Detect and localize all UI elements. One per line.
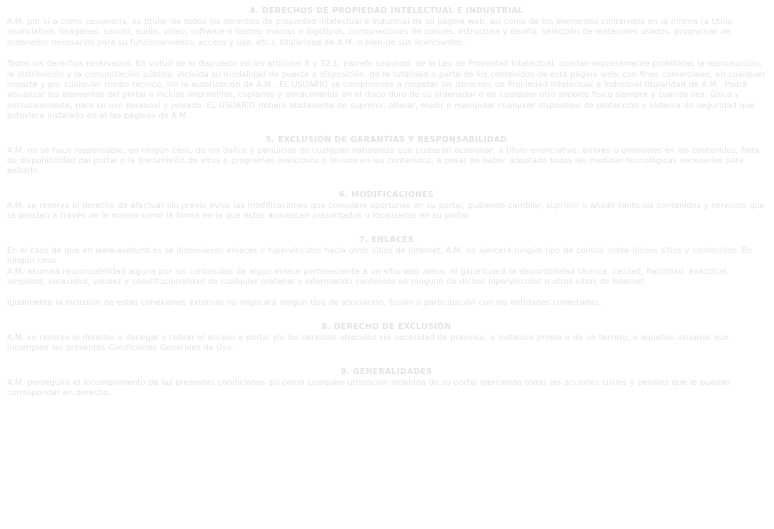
section-heading-modifications: 6. MODIFICACIONES — [339, 189, 434, 199]
spacer — [7, 177, 766, 190]
paragraph: Todos los derechos reservados. En virtud… — [7, 59, 766, 121]
paragraph: A.M. no se hace responsable, en ningún c… — [7, 145, 760, 176]
spacer — [7, 309, 766, 322]
paragraph: A.M. por sí o como cesionaria, es titula… — [7, 17, 733, 47]
paragraph: Igualmente la inclusión de estas conexio… — [7, 298, 602, 308]
section-heading-generalities: 9. GENERALIDADES — [340, 366, 433, 376]
section-heading-exclusion: 5. EXCLUSIÓN DE GARANTÍAS Y RESPONSABILI… — [265, 134, 508, 144]
paragraph: A.M. se reserva el derecho a denegar o r… — [7, 332, 729, 353]
section-heading-intellectual-property: 4. DERECHOS DE PROPIEDAD INTELECTUAL E I… — [249, 6, 524, 15]
spacer — [7, 48, 766, 59]
spacer — [7, 122, 766, 135]
spacer — [7, 354, 766, 367]
spacer — [7, 222, 766, 235]
paragraph: A.M. perseguirá el incumplimiento de las… — [7, 377, 731, 397]
section-heading-right-of-exclusion: 8. DERECHO DE EXCLUSIÓN — [321, 321, 452, 331]
paragraph: A.M. se reserva el derecho de efectuar s… — [7, 200, 765, 221]
section-heading-links: 7. ENLACES — [359, 234, 414, 244]
paragraph: A.M. asumirá responsabilidad alguna por … — [7, 266, 729, 286]
paragraph: En el caso de que en www.asetumt.es se d… — [7, 245, 752, 266]
spacer — [7, 287, 766, 298]
